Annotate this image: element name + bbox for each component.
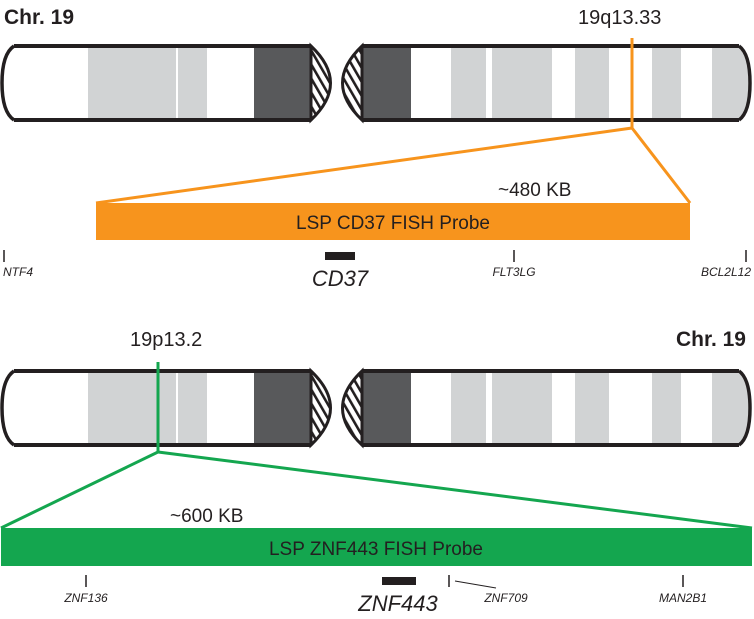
chromosome-ideogram [0, 44, 752, 122]
probe-size-label: ~600 KB [170, 506, 243, 527]
gene-label: ZNF136 [63, 591, 108, 605]
chromosome-title: Chr. 19 [676, 328, 746, 351]
probe-label: LSP CD37 FISH Probe [296, 213, 490, 234]
probe-bar: LSP ZNF443 FISH Probe [1, 528, 752, 566]
chromosome-ideogram [0, 369, 752, 447]
probe-bar: LSP CD37 FISH Probe [96, 203, 690, 240]
gene-markers: ZNF136 ZNF443 ZNF709 MAN2B1 [63, 575, 707, 616]
target-gene-bar [382, 577, 416, 585]
chromosome-title: Chr. 19 [4, 6, 74, 29]
band-label: 19q13.33 [578, 7, 661, 29]
gene-markers: NTF4 CD37 FLT3LG BCL2L12 [3, 250, 751, 291]
top-panel: Chr. 19 19q13.33 ~480 KB LSP CD37 FISH P… [0, 6, 752, 291]
gene-label: FLT3LG [492, 265, 535, 279]
gene-label: NTF4 [3, 265, 33, 279]
target-gene-label: CD37 [312, 266, 369, 291]
target-gene-label: ZNF443 [357, 591, 438, 616]
gene-label: BCL2L12 [701, 265, 751, 279]
locus-marker [0, 362, 753, 530]
gene-label: ZNF709 [483, 591, 528, 605]
bottom-panel: 19p13.2 Chr. 19 ~600 KB LSP ZNF443 FISH … [0, 328, 753, 616]
probe-size-label: ~480 KB [498, 180, 571, 201]
gene-label: MAN2B1 [659, 591, 707, 605]
probe-label: LSP ZNF443 FISH Probe [269, 539, 483, 560]
target-gene-bar [325, 252, 355, 260]
locus-marker [95, 38, 692, 205]
band-label: 19p13.2 [130, 329, 202, 351]
